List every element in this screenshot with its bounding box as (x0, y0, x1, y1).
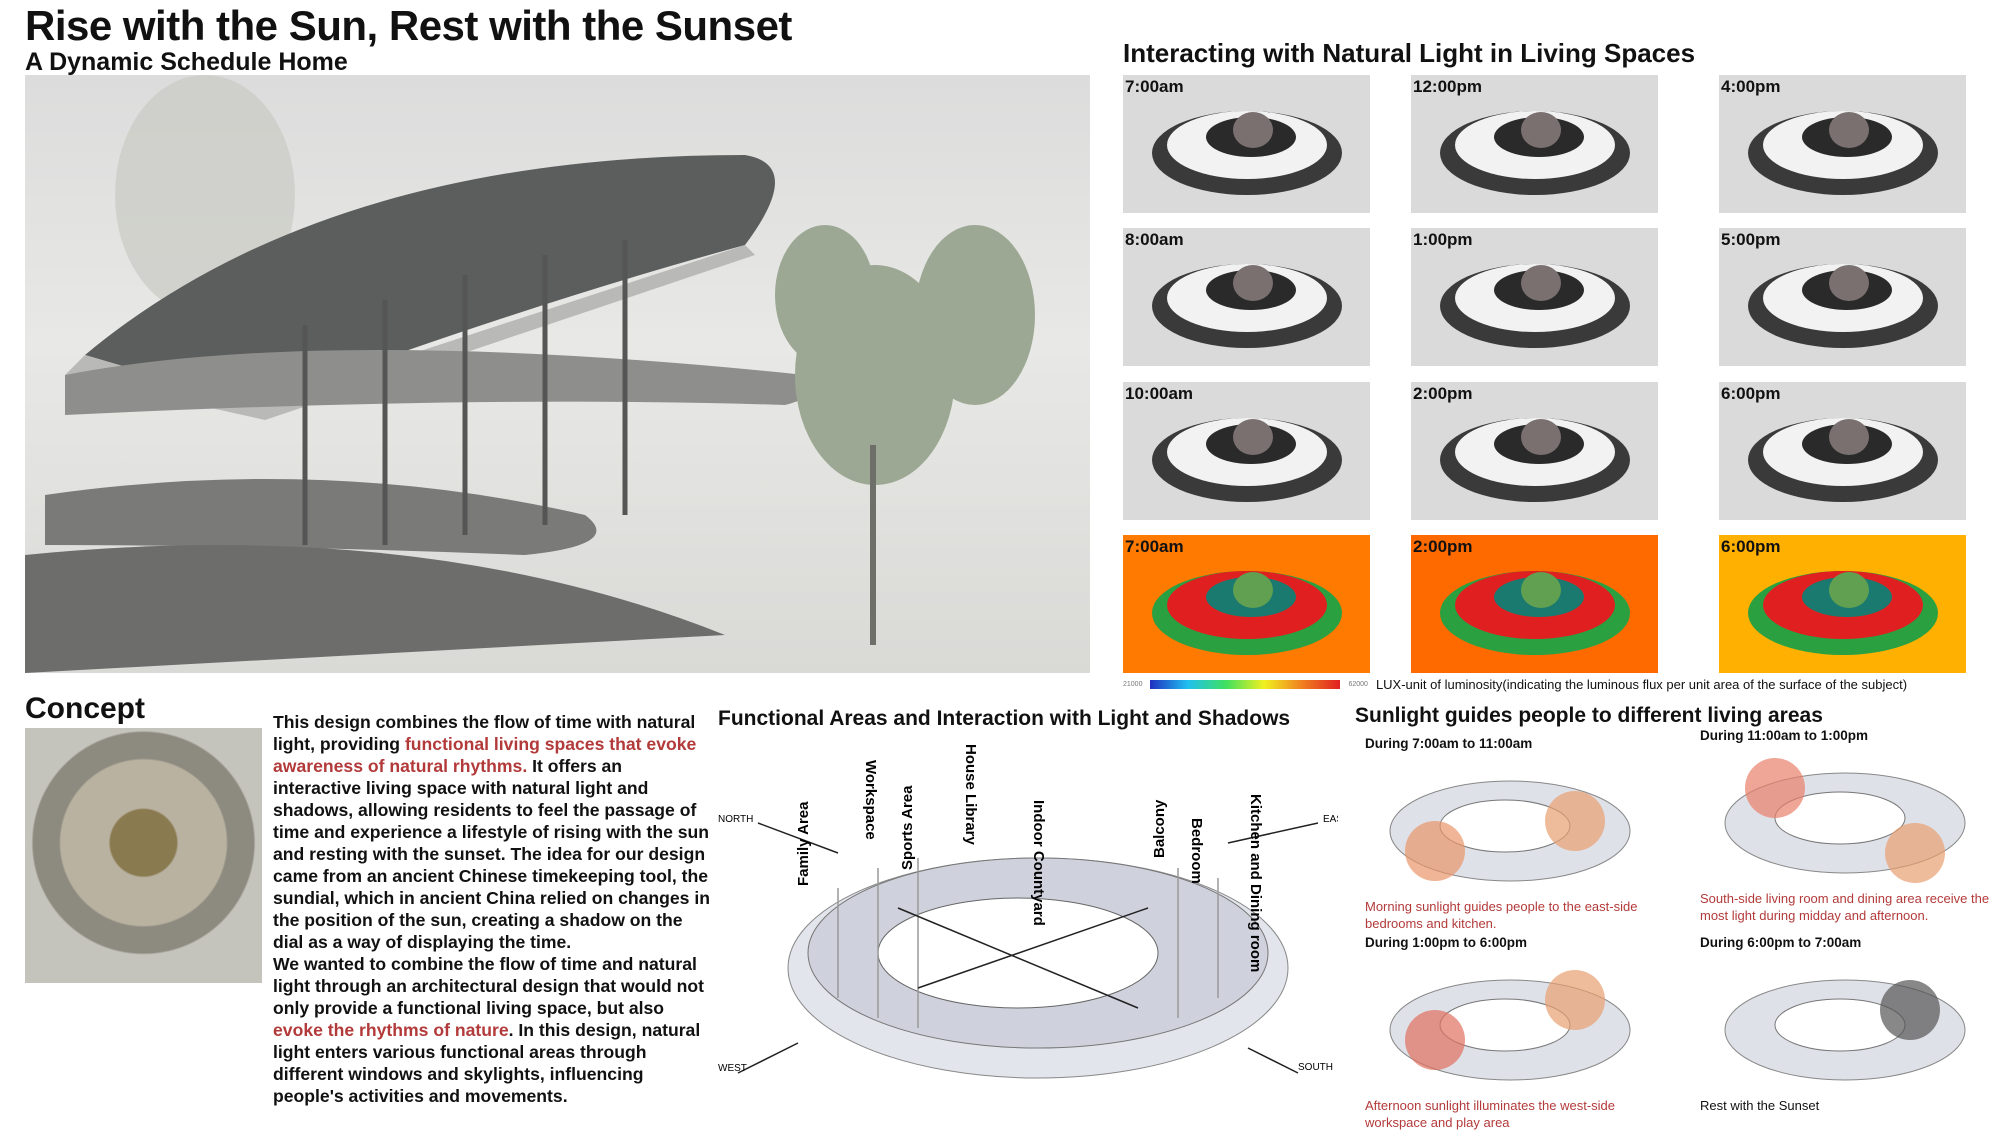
tile-time: 8:00am (1125, 230, 1184, 249)
concept-text-3: We wanted to combine the flow of time an… (273, 954, 705, 1018)
west-label: WEST (718, 1063, 747, 1074)
sunlight-panel: During 6:00pm to 7:00am Rest with the Su… (1700, 935, 2000, 1114)
tile-time: 7:00am (1125, 537, 1184, 556)
tile-time: 12:00pm (1413, 77, 1482, 96)
sunlight-title: Sunlight guides people to different livi… (1355, 704, 1823, 727)
area-label: Indoor Countyard (1030, 800, 1047, 926)
north-label: NORTH (718, 814, 753, 825)
tile-time: 6:00pm (1721, 537, 1781, 556)
render-tile: 6:00pm (1719, 382, 1966, 520)
area-label: Bedroom (1188, 818, 1205, 884)
render-tile: 8:00am (1123, 228, 1370, 366)
area-label: Workspace (862, 760, 879, 840)
heatmap-tile: 2:00pm (1411, 535, 1658, 673)
panel-diagram (1724, 979, 1966, 1081)
concept-text-1: This design combines the flow of time wi… (273, 712, 696, 754)
render-tile: 10:00am (1123, 382, 1370, 520)
light-section-title: Interacting with Natural Light in Living… (1123, 38, 1696, 68)
area-label: Family Area (795, 801, 812, 886)
legend-color-bar (1150, 680, 1341, 689)
panel-caption: Morning sunlight guides people to the ea… (1365, 899, 1638, 931)
sunlight-panel: During 1:00pm to 6:00pm Afternoon sunlig… (1365, 935, 1665, 1131)
concept-text: This design combines the flow of time wi… (273, 711, 713, 1107)
concept-text-4: . In this design, natural light enters v… (273, 1020, 701, 1106)
panel-heading: During 7:00am to 11:00am (1365, 736, 1533, 751)
legend-min: 21000 (1123, 681, 1143, 688)
concept-highlight-2: evoke the rhythms of nature (273, 1020, 509, 1040)
sundial-photo (25, 728, 262, 983)
panel-heading: During 11:00am to 1:00pm (1700, 728, 1869, 743)
tile-time: 2:00pm (1413, 384, 1473, 403)
render-tile: 1:00pm (1411, 228, 1658, 366)
sunlight-panel: During 7:00am to 11:00am Morning sunligh… (1365, 736, 1665, 932)
concept-highlight-1: functional living spaces that evoke awar… (273, 734, 697, 776)
tile-time: 7:00am (1125, 77, 1184, 96)
area-label: Sports Area (899, 785, 916, 870)
panel-heading: During 6:00pm to 7:00am (1700, 935, 1862, 950)
area-label: Kitchen and Dining room (1247, 794, 1264, 972)
east-label: EAST (1323, 814, 1338, 825)
tile-time: 1:00pm (1413, 230, 1473, 249)
tile-time: 2:00pm (1413, 537, 1473, 556)
tile-time: 10:00am (1125, 384, 1194, 403)
panel-diagram (1724, 758, 1966, 883)
functional-title: Functional Areas and Interaction with Li… (718, 707, 1291, 730)
heatmap-tile: 6:00pm (1719, 535, 1966, 673)
lux-legend: 21000 62000 LUX-unit of luminosity(indic… (1123, 677, 1907, 692)
area-label: House Library (962, 744, 979, 846)
render-tile: 7:00am (1123, 75, 1370, 213)
sunlight-panel: During 11:00am to 1:00pm South-side livi… (1700, 728, 2000, 924)
functional-diagram: NORTH EAST SOUTH WEST Family Area Worksp… (718, 738, 1349, 1098)
render-tile: 4:00pm (1719, 75, 1966, 213)
panel-diagram (1389, 970, 1631, 1081)
hero-rendering (25, 75, 1090, 673)
panel-caption: Rest with the Sunset (1700, 1098, 1820, 1113)
panel-heading: During 1:00pm to 6:00pm (1365, 935, 1528, 950)
render-tile: 2:00pm (1411, 382, 1658, 520)
area-label: Balcony (1151, 799, 1168, 858)
tile-time: 6:00pm (1721, 384, 1781, 403)
page-title: Rise with the Sun, Rest with the Sunset (25, 2, 792, 49)
render-tile: 5:00pm (1719, 228, 1966, 366)
legend-max: 62000 (1348, 681, 1368, 688)
panel-diagram (1389, 780, 1631, 882)
tile-time: 5:00pm (1721, 230, 1781, 249)
panel-caption: South-side living room and dining area r… (1700, 891, 1990, 923)
concept-text-2: It offers an interactive living space wi… (273, 756, 710, 952)
legend-caption: LUX-unit of luminosity(indicating the lu… (1375, 677, 1908, 692)
render-tile: 12:00pm (1411, 75, 1658, 213)
tile-time: 4:00pm (1721, 77, 1781, 96)
heatmap-tile: 7:00am (1123, 535, 1370, 673)
panel-caption: Afternoon sunlight illuminates the west-… (1365, 1098, 1616, 1130)
page-subtitle: A Dynamic Schedule Home (25, 48, 348, 76)
south-label: SOUTH (1298, 1062, 1333, 1073)
concept-title: Concept (25, 692, 145, 725)
